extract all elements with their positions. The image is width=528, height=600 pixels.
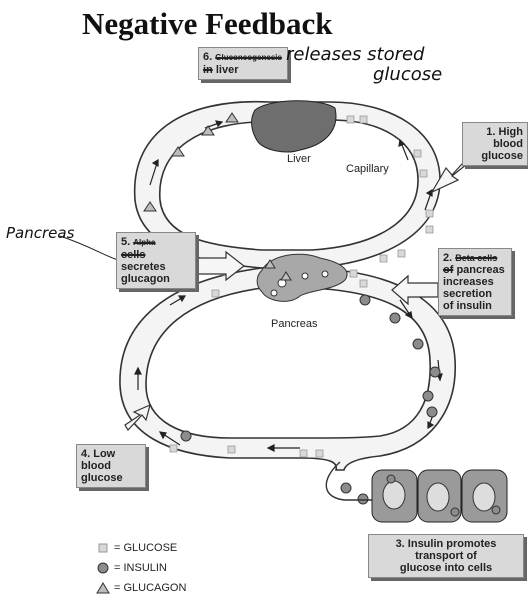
step-2-line-1: pancreas bbox=[456, 264, 505, 276]
legend-glucose: = GLUCOSE bbox=[96, 542, 177, 554]
body-cells bbox=[371, 469, 508, 523]
step-5-line-2: glucagon bbox=[121, 273, 170, 285]
legend-glucose-label: = GLUCOSE bbox=[114, 542, 178, 554]
step-2-struck-prefix: of bbox=[443, 264, 454, 276]
step-5-number: 5. bbox=[121, 236, 131, 248]
step-6-text: liver bbox=[215, 64, 239, 76]
step-4-line-1: 4. Low bbox=[81, 448, 116, 460]
insulin-circle-icon bbox=[97, 562, 109, 574]
step-3-box: 3. Insulin promotes transport of glucose… bbox=[368, 534, 524, 578]
handwritten-liver-note-2: glucose bbox=[373, 64, 443, 85]
step-2-struck-text: Beta cells bbox=[455, 253, 498, 263]
capillary-label: Capillary bbox=[346, 163, 389, 175]
step-6-number: 6. bbox=[203, 51, 213, 63]
step-1-number: 1. bbox=[486, 126, 496, 138]
step-3-line-1: 3. Insulin promotes bbox=[395, 538, 497, 550]
step-4-box: 4. Low blood glucose bbox=[76, 444, 146, 488]
glucose-particles bbox=[169, 115, 434, 458]
step-4-line-2: blood bbox=[81, 460, 111, 472]
step-2-line-3: secretion bbox=[443, 288, 492, 300]
step-6-box: 6. Gluconeogenesis in liver bbox=[198, 47, 288, 80]
page-title: Negative Feedback bbox=[82, 6, 333, 41]
step-2-number: 2. bbox=[443, 252, 453, 264]
step-5-struck-cells: cells bbox=[121, 249, 146, 261]
step-6-struck-prefix: in bbox=[203, 64, 213, 76]
handwritten-liver-note: releases stored bbox=[286, 44, 425, 65]
legend-insulin-label: = INSULIN bbox=[114, 562, 167, 574]
step-2-box: 2. Beta cells of pancreas increases secr… bbox=[438, 248, 512, 316]
step-4-line-3: glucose bbox=[81, 472, 123, 484]
legend-glucagon: = GLUCAGON bbox=[96, 582, 186, 594]
liver-organ bbox=[251, 100, 337, 153]
step-5-struck-text: Alpha bbox=[133, 238, 156, 247]
step-3-line-3: glucose into cells bbox=[399, 562, 493, 574]
legend-glucagon-label: = GLUCAGON bbox=[114, 582, 187, 594]
liver-label: Liver bbox=[287, 153, 311, 165]
step-5-box: 5. Alpha cells secretes glucagon bbox=[116, 232, 196, 289]
step-3-line-2: transport of bbox=[415, 550, 477, 562]
handwritten-pancreas-note: Pancreas bbox=[6, 224, 75, 242]
capillary-to-cells bbox=[325, 461, 372, 501]
step-1-line-1: High bbox=[498, 126, 523, 138]
step-1-line-3: glucose bbox=[481, 150, 523, 162]
pancreas-label: Pancreas bbox=[271, 318, 318, 330]
insulin-particles bbox=[180, 294, 441, 505]
glucagon-triangle-icon bbox=[96, 582, 110, 594]
step-2-line-4: of insulin bbox=[443, 300, 492, 312]
step-5-line-1: secretes bbox=[121, 261, 166, 273]
step-2-line-2: increases bbox=[443, 276, 494, 288]
legend-insulin: = INSULIN bbox=[96, 562, 167, 574]
step-pointers bbox=[124, 153, 473, 431]
step-1-box: 1. High blood glucose bbox=[462, 122, 528, 166]
glucose-square-icon bbox=[98, 543, 108, 553]
step-6-struck-text: Gluconeogenesis bbox=[215, 53, 282, 62]
step-1-line-2: blood bbox=[493, 138, 523, 150]
